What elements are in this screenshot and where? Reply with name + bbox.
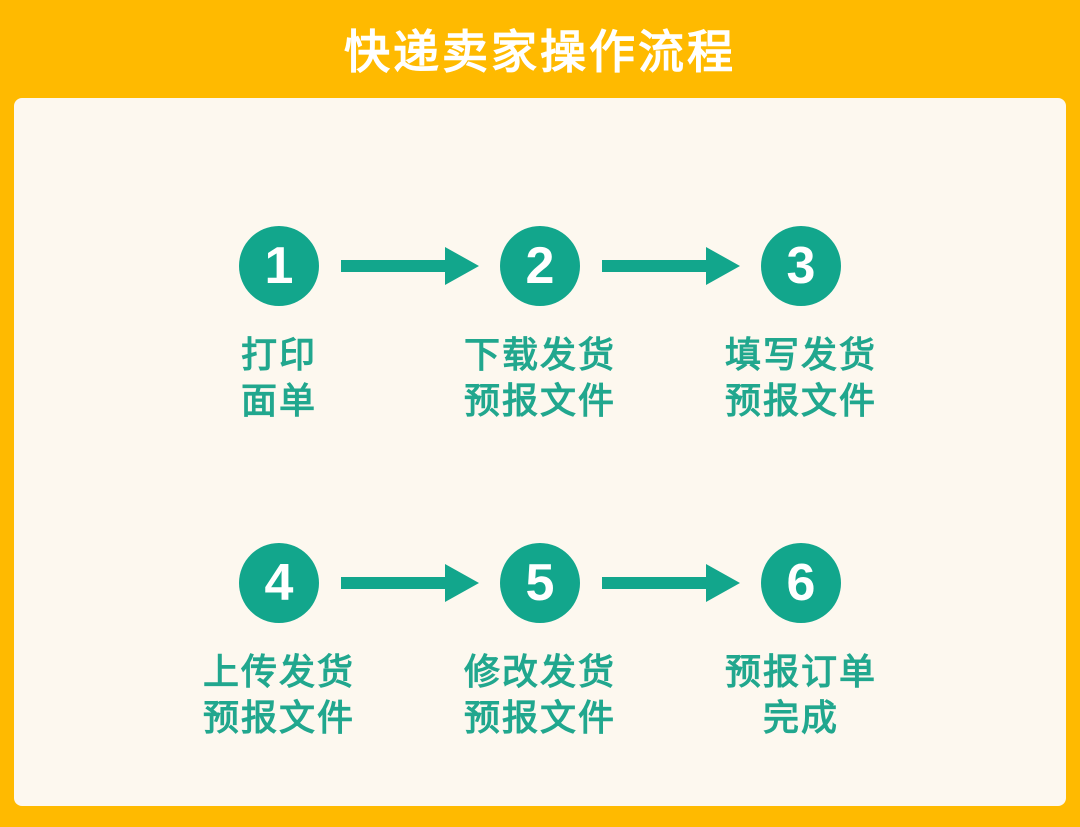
- step-4-number: 4: [264, 554, 294, 612]
- step-4: 4 上传发货 预报文件: [199, 543, 359, 741]
- step-3-number: 3: [786, 237, 816, 295]
- flowchart-panel: 1 打印 面单 2 下载发货 预报文件: [14, 98, 1066, 806]
- step-2: 2 下载发货 预报文件: [460, 226, 620, 424]
- step-2-label: 下载发货 预报文件: [463, 334, 616, 421]
- step-6: 6 预报订单 完成: [721, 543, 881, 741]
- step-1-number-badge: 1: [239, 226, 319, 306]
- arrow-right-icon: [601, 543, 740, 623]
- step-3-label: 填写发货 预报文件: [724, 334, 877, 421]
- arrow-right-icon: [340, 226, 479, 306]
- arrow-right-icon: [601, 226, 740, 306]
- step-5-number: 5: [525, 554, 555, 612]
- step-2-number-badge: 2: [500, 226, 580, 306]
- step-1-number: 1: [264, 237, 294, 295]
- step-3: 3 填写发货 预报文件: [721, 226, 881, 424]
- step-1-label: 打印 面单: [240, 334, 317, 421]
- step-1: 1 打印 面单: [199, 226, 359, 424]
- step-5-number-badge: 5: [500, 543, 580, 623]
- step-5: 5 修改发货 预报文件: [460, 543, 620, 741]
- flow-row-1: 1 打印 面单 2 下载发货 预报文件: [14, 226, 1066, 424]
- arrow-right-icon: [340, 543, 479, 623]
- step-2-number: 2: [525, 237, 555, 295]
- page-title: 快递卖家操作流程: [344, 26, 736, 78]
- title-bar: 快递卖家操作流程: [0, 0, 1080, 98]
- flow-row-2: 4 上传发货 预报文件 5 修改发货 预报文件: [14, 543, 1066, 741]
- step-3-number-badge: 3: [761, 226, 841, 306]
- step-4-label: 上传发货 预报文件: [202, 651, 355, 738]
- step-6-number: 6: [786, 554, 816, 612]
- step-4-number-badge: 4: [239, 543, 319, 623]
- step-5-label: 修改发货 预报文件: [463, 651, 616, 738]
- step-6-number-badge: 6: [761, 543, 841, 623]
- step-6-label: 预报订单 完成: [724, 651, 877, 738]
